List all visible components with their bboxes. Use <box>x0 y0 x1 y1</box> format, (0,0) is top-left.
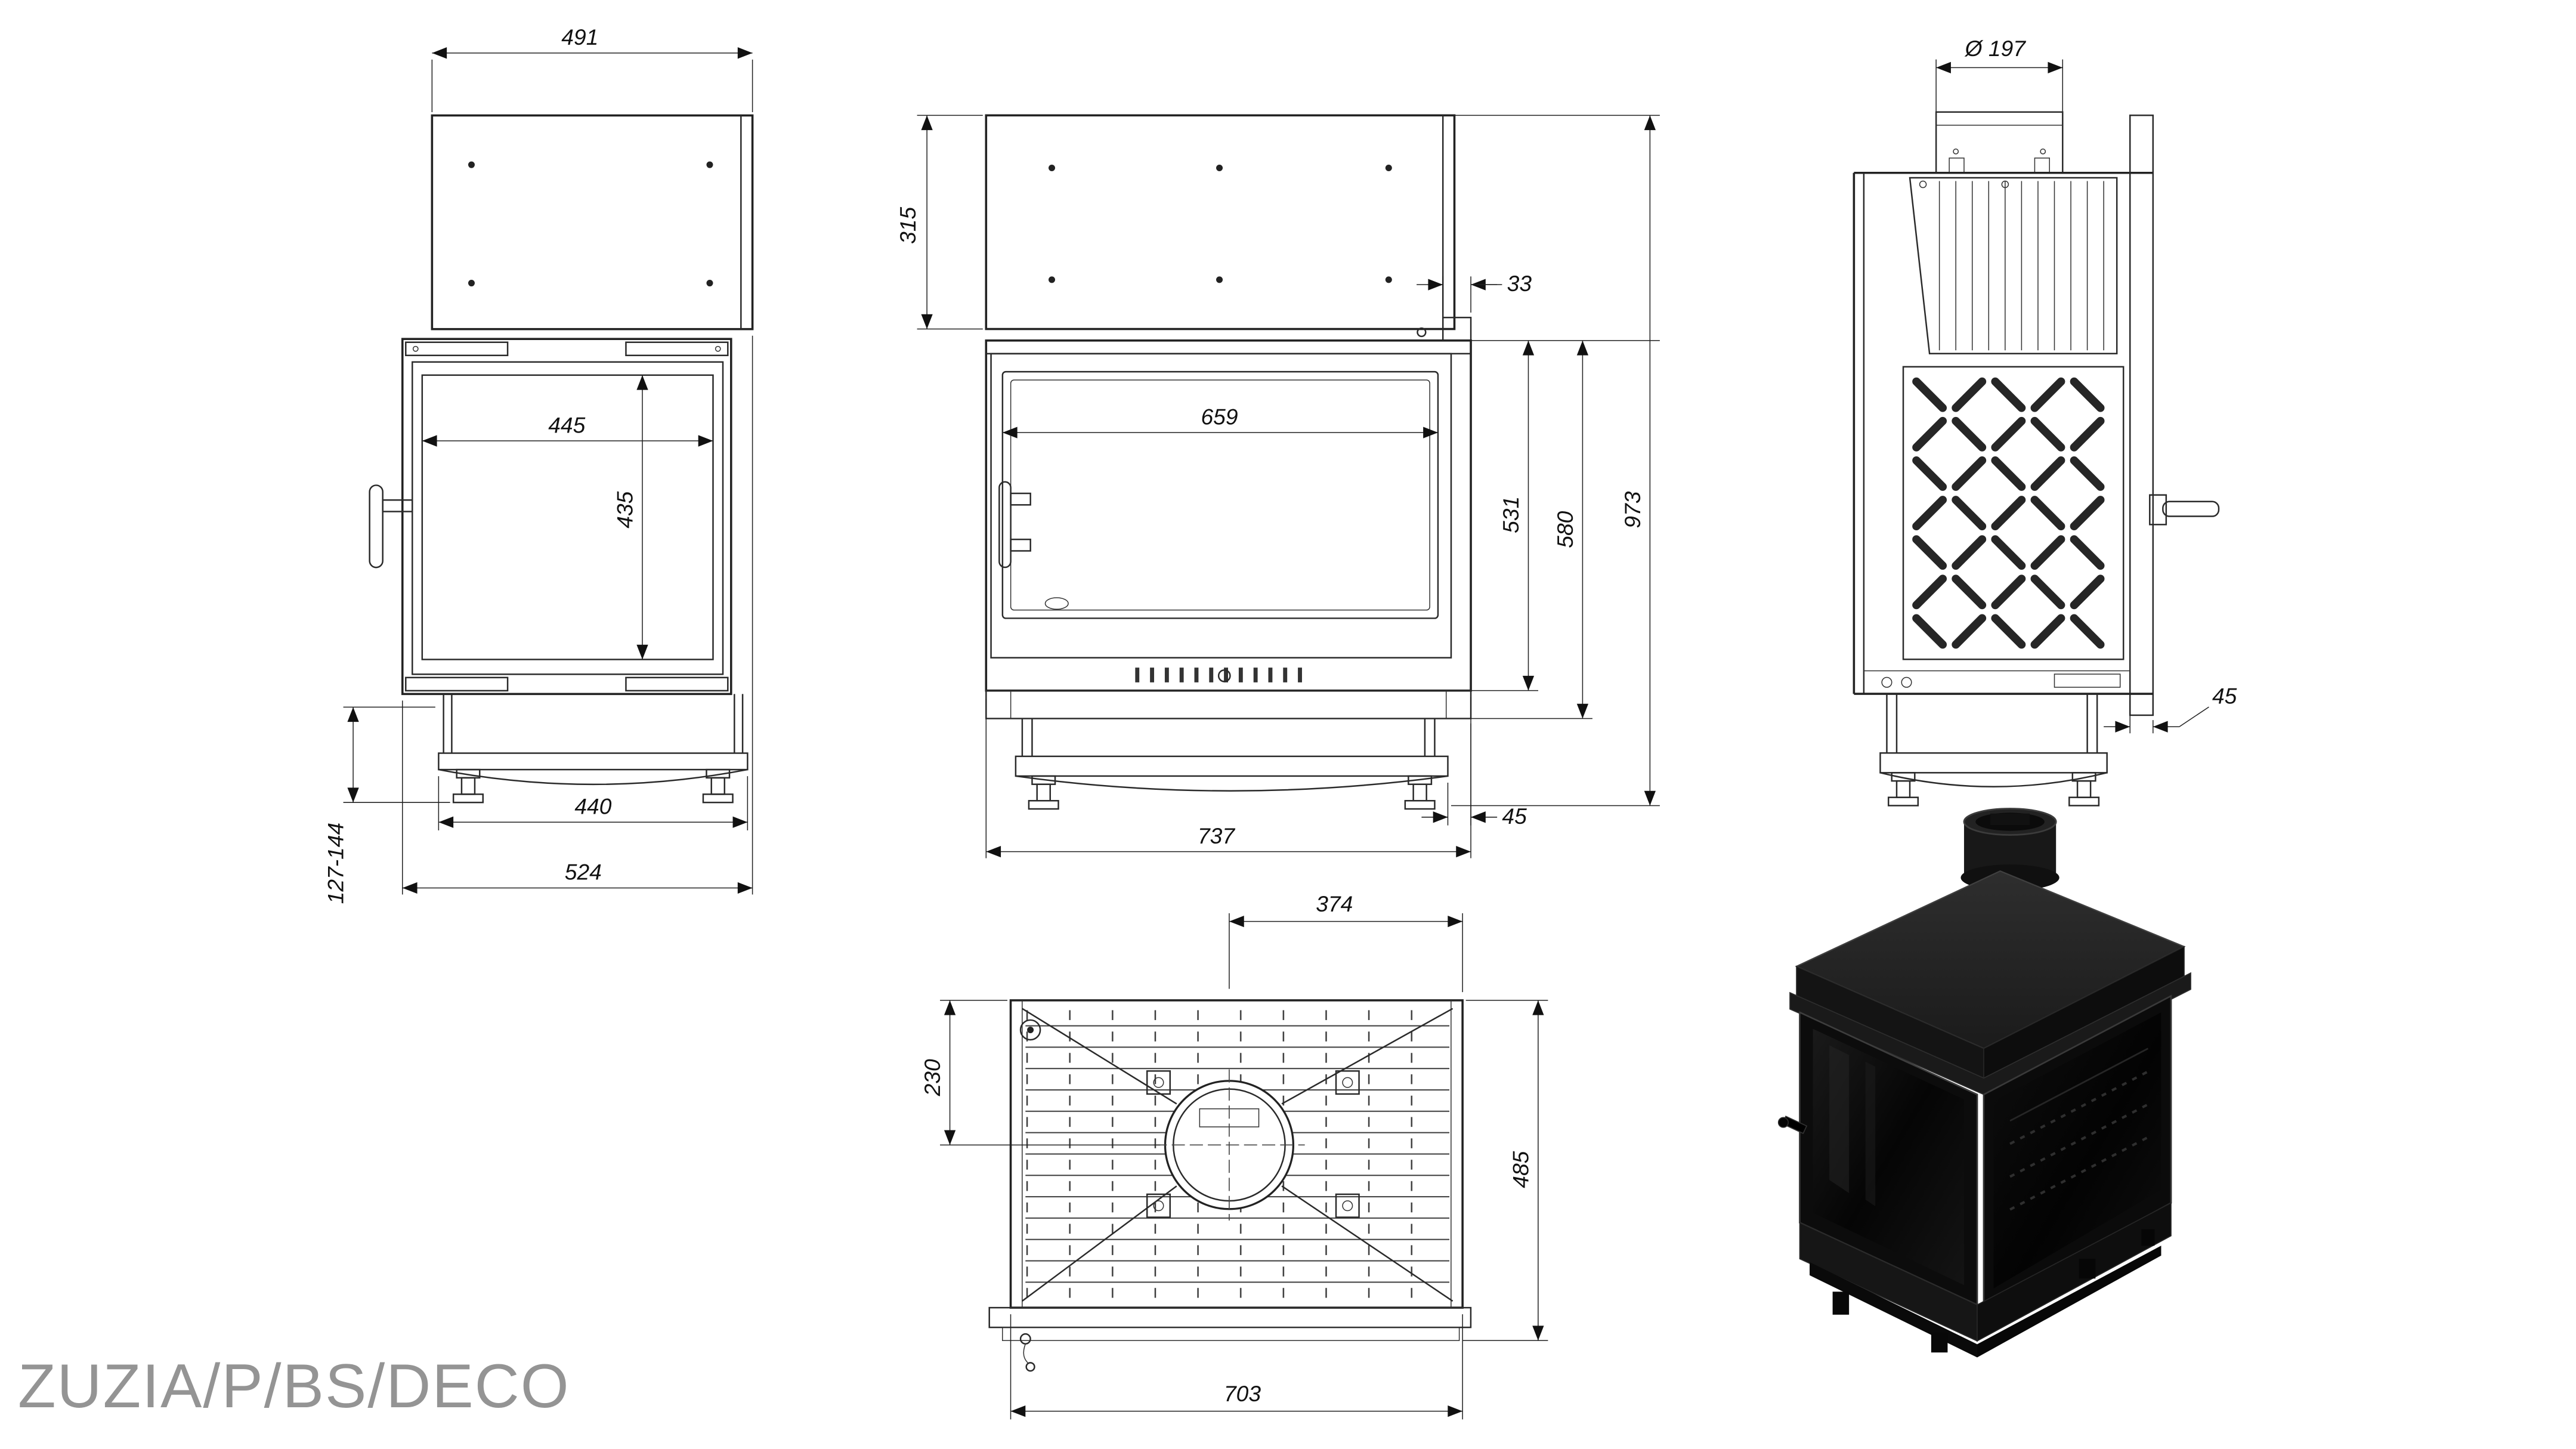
dim-rear-flange: 33 <box>1417 271 1532 313</box>
flue-collar <box>1935 111 2064 174</box>
product-render-3d <box>1734 799 2227 1377</box>
dim-label-659: 659 <box>1201 404 1238 429</box>
dim-body-width-top: 703 <box>1010 1314 1463 1420</box>
dim-flue-center-offset: 374 <box>1229 891 1463 993</box>
door-handle-front <box>998 481 1031 569</box>
view-side-left: 491 445 435 <box>320 17 797 916</box>
dim-label-127-144: 127-144 <box>323 823 348 904</box>
dim-label-485: 485 <box>1508 1151 1533 1188</box>
top-drawing: 374 230 <box>920 891 1548 1420</box>
dim-leg-height: 127-144 <box>323 706 450 904</box>
dim-glass-width-front: 659 <box>1002 404 1438 438</box>
dim-base-width: 440 <box>438 776 749 831</box>
dim-label-737: 737 <box>1198 823 1235 848</box>
front-edge <box>988 1306 1472 1341</box>
dim-label-491: 491 <box>561 24 598 50</box>
side-left-drawing: 491 445 435 <box>323 24 754 904</box>
hood-panel-front <box>985 114 1456 330</box>
bolt-pads <box>1146 1070 1360 1218</box>
door-latch <box>1019 1333 1035 1372</box>
handle-3d <box>1777 1116 1808 1135</box>
dim-glass-width: 445 <box>422 412 713 447</box>
dim-label-524: 524 <box>565 860 602 885</box>
dim-hood-depth: 491 <box>431 24 753 113</box>
base-stand-right <box>1879 694 2108 807</box>
dim-label-33: 33 <box>1507 271 1532 296</box>
heat-exchanger-fins <box>1909 177 2118 355</box>
firebox-side <box>401 338 732 696</box>
dim-flue-diameter: Ø 197 <box>1935 36 2064 112</box>
dim-label-703: 703 <box>1224 1381 1261 1406</box>
base-3d <box>1799 1202 2172 1358</box>
flue-outlet <box>1154 1069 1305 1221</box>
door-handle-side <box>369 484 413 569</box>
dim-label-45-front: 45 <box>1502 804 1527 829</box>
dim-label-531: 531 <box>1498 496 1523 533</box>
top-cap-3d <box>1789 870 2191 1095</box>
dim-firebox-height: 531 <box>1471 340 1660 691</box>
dim-label-230: 230 <box>920 1059 945 1096</box>
product-title: ZUZIA/P/BS/DECO <box>18 1352 570 1421</box>
view-front: 315 33 659 <box>887 17 1693 940</box>
view-top: 374 230 <box>920 877 1578 1447</box>
view-side-right: Ø 197 <box>1808 17 2301 825</box>
dim-label-435: 435 <box>612 491 637 528</box>
dim-overall-height: 973 <box>1451 115 1660 807</box>
dim-foot-inset: 45 <box>1421 697 1527 829</box>
dim-glass-height: 435 <box>612 375 648 660</box>
front-drawing: 315 33 659 <box>895 114 1660 858</box>
dim-overall-depth-top: 485 <box>1462 1000 1548 1341</box>
dim-label-flue: Ø 197 <box>1964 36 2027 61</box>
dim-label-445: 445 <box>548 412 585 437</box>
dim-label-973: 973 <box>1620 491 1645 528</box>
lower-band <box>985 690 1472 719</box>
dim-hood-height: 315 <box>895 115 983 330</box>
dim-label-440: 440 <box>574 793 611 818</box>
hood-panel <box>431 114 754 330</box>
left-glass-door-3d <box>1799 1011 1978 1306</box>
body-shell <box>1853 115 2154 716</box>
firebox-front <box>985 339 1472 692</box>
ash-area <box>1863 670 2130 688</box>
dim-rear-offset: 45 <box>2104 684 2237 734</box>
fireplace-3d-image <box>1777 808 2191 1358</box>
dim-overall-depth: 524 <box>402 335 753 895</box>
dim-label-45-side: 45 <box>2212 684 2237 709</box>
side-right-drawing: Ø 197 <box>1853 36 2237 807</box>
door-handle-right <box>2149 494 2220 526</box>
base-stand <box>438 694 749 804</box>
dim-overall-width: 737 <box>985 699 1471 858</box>
dim-label-315: 315 <box>895 207 920 244</box>
air-vents <box>1135 668 1302 682</box>
dim-body-height: 580 <box>1471 340 1592 719</box>
dim-label-374: 374 <box>1316 891 1353 916</box>
base-stand-front <box>1015 718 1449 810</box>
dim-flue-center-depth: 230 <box>920 1000 1161 1146</box>
herringbone-lining <box>1902 366 2124 660</box>
dim-label-580: 580 <box>1553 511 1578 548</box>
